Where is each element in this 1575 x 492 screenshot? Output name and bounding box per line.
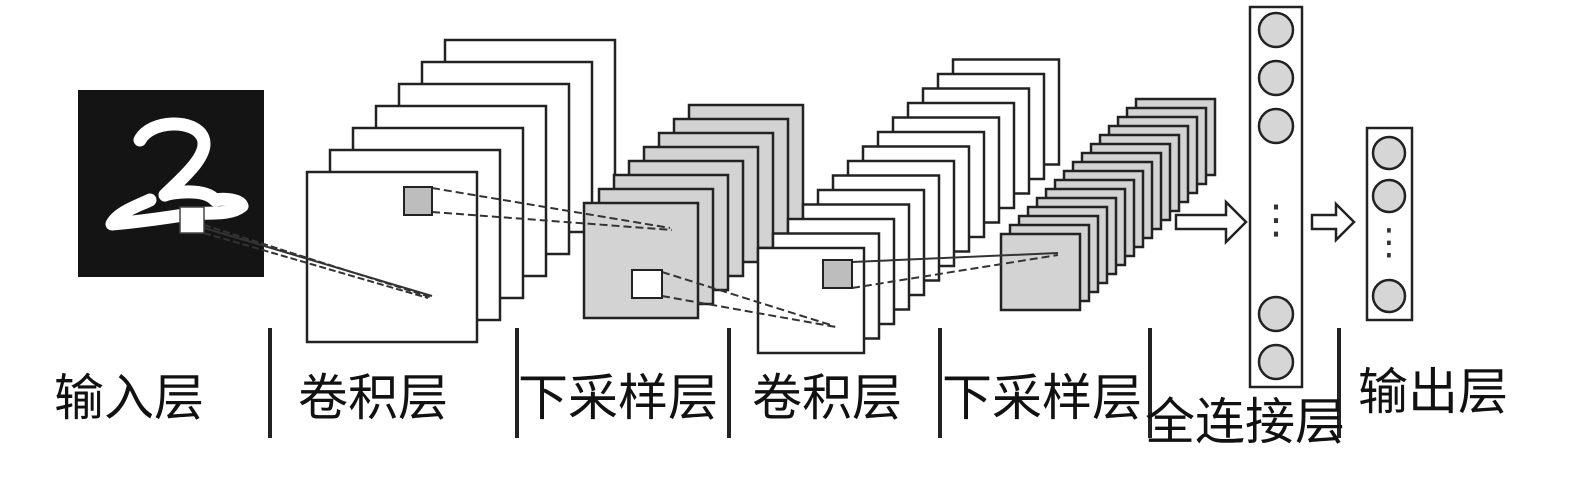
receptive-field-projections	[203, 187, 1059, 328]
fc-ellipsis: ⋮	[1256, 197, 1296, 243]
input-image	[78, 90, 264, 277]
fc-neuron-1	[1257, 11, 1295, 49]
label-fc-layer: 全连接层	[1145, 393, 1345, 451]
conv-layer-1-feature-maps	[305, 38, 617, 344]
pool1-map-1	[582, 201, 700, 320]
receptive-field-patches	[403, 186, 853, 299]
conv1-map-1	[305, 170, 479, 344]
output-neurons	[1371, 135, 1407, 314]
label-conv-layer-1: 卷积层	[298, 369, 448, 427]
output-ellipsis: ⋮	[1371, 222, 1407, 263]
fc-neuron-5	[1257, 343, 1295, 381]
separator-4	[938, 328, 942, 438]
output-column: ⋮	[1365, 126, 1414, 322]
fc-neurons	[1257, 11, 1295, 381]
label-pool-layer-2: 下采样层	[942, 369, 1142, 427]
fc-neuron-2	[1257, 59, 1295, 97]
label-pool-layer-1: 下采样层	[518, 369, 718, 427]
conv-layer-2-feature-maps	[756, 58, 1061, 355]
separator-2	[515, 328, 519, 438]
separator-1	[268, 328, 272, 438]
output-neuron-3	[1371, 278, 1407, 314]
separator-3	[727, 328, 731, 438]
label-output-layer: 输出层	[1358, 363, 1508, 421]
separator-5	[1148, 328, 1152, 438]
fully-connected-column: ⋮	[1248, 5, 1304, 389]
fc-neuron-3	[1257, 107, 1295, 145]
arrow-to-output	[1310, 200, 1356, 244]
output-neuron-2	[1371, 178, 1407, 214]
arrow-to-fc	[1174, 198, 1248, 246]
pool2-map-1	[999, 232, 1082, 312]
label-input-layer: 输入层	[54, 369, 204, 427]
separator-6	[1337, 328, 1341, 438]
output-neuron-1	[1371, 135, 1407, 171]
fc-neuron-4	[1257, 295, 1295, 333]
pool-layer-2-feature-maps	[999, 97, 1217, 312]
label-conv-layer-2: 卷积层	[752, 369, 902, 427]
